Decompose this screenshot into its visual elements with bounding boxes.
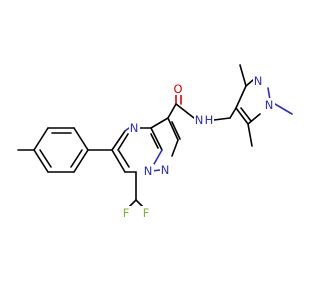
bond (240, 107, 252, 122)
amide-hydrogen-label: H (205, 113, 214, 127)
bond (70, 149, 83, 168)
bond (167, 103, 177, 119)
bond (153, 149, 163, 165)
bond (171, 139, 179, 157)
pyrimidine-nitrogen-label: N (130, 121, 139, 135)
amide-nitrogen-label: N (195, 113, 204, 127)
bond (73, 149, 89, 173)
bridge-nitrogen-label: N (144, 164, 153, 178)
bond (111, 130, 126, 151)
bond (247, 113, 261, 125)
label-mask (121, 206, 131, 219)
fluorine-right-label: F (143, 206, 150, 220)
label-mask (129, 121, 140, 134)
bond (39, 149, 52, 168)
label-mask (204, 113, 214, 126)
bond (229, 107, 237, 119)
label-mask (160, 163, 171, 176)
bond (175, 103, 195, 119)
bond (235, 85, 247, 109)
bond (118, 150, 130, 168)
label-mask (172, 82, 183, 95)
fluorine-left-label: F (123, 206, 130, 220)
label-mask (141, 206, 151, 219)
molecule-canvas: N N N O N H F F N N (17, 64, 293, 220)
pyrimidine-ring (111, 127, 163, 173)
carbonyl-oxygen-label: O (173, 82, 182, 96)
pyrazole-n2-label: N (254, 74, 263, 88)
bond (171, 121, 181, 140)
atom-labels: N N N O N H F F N N (121, 74, 275, 220)
label-mask (194, 113, 205, 126)
pyrazole-fused-ring (150, 117, 181, 172)
bond (33, 149, 49, 173)
bond (150, 117, 169, 129)
pyrazole-n1-label: N (265, 98, 274, 112)
structure-diagram: N N N O N H F F N N (17, 64, 293, 220)
bond (239, 64, 247, 87)
label-mask (253, 74, 264, 87)
bond (124, 127, 130, 132)
bond (247, 123, 253, 147)
bond (167, 117, 179, 141)
label-mask (264, 98, 275, 111)
bond (33, 127, 49, 151)
pyrazole-nitrogen-label: N (161, 163, 170, 177)
bond (274, 103, 293, 115)
tolyl-ring (17, 127, 89, 173)
bond (73, 127, 89, 151)
bond (150, 127, 163, 151)
bond (111, 149, 126, 173)
bond (150, 133, 159, 149)
bond (117, 133, 129, 151)
bond (213, 117, 231, 121)
bond (245, 79, 254, 87)
bond (235, 107, 249, 125)
label-mask (143, 164, 154, 177)
